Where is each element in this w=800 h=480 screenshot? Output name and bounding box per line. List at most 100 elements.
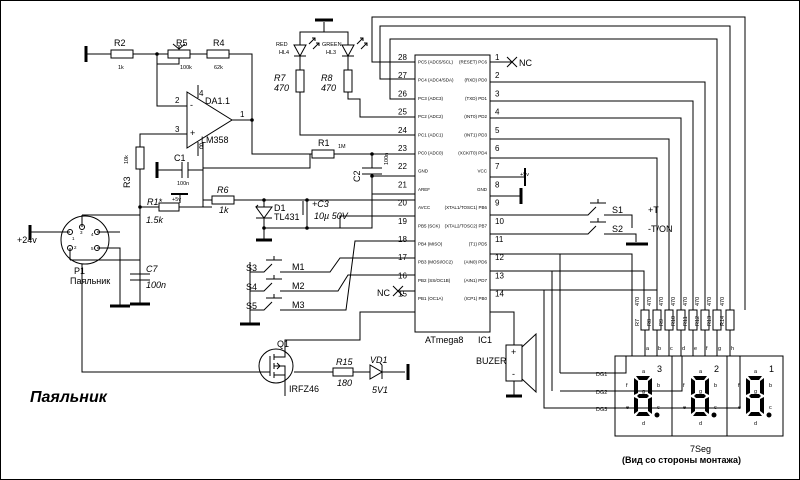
resistor-r1: R1 1M [311, 138, 346, 159]
mcu-pin-12-fn: (AIN0) PD6 [464, 260, 488, 265]
digit-1-number: 3 [657, 364, 662, 374]
led-hl3-ref: HL3 [326, 50, 336, 56]
s5-label: M3 [292, 300, 305, 310]
r7-value: 470 [274, 83, 289, 93]
digit-3-label-d: d [754, 421, 757, 427]
nc-label-pin16: NC [377, 288, 390, 298]
digit-3-label-f: f [738, 383, 740, 389]
p1-pin-2: 2 [74, 245, 77, 250]
cap-c3: +C3 10µ 50V [302, 199, 349, 221]
r3-ref: R3 [122, 176, 132, 188]
c3-value: 10µ 50V [314, 211, 349, 221]
opamp-pin-gnd: 8 [199, 142, 204, 151]
opamp-plus: + [190, 128, 195, 138]
p1-ref: P1 [74, 266, 85, 276]
digit-1-seg-a [636, 376, 650, 380]
mcu-pin-1-num: 1 [495, 53, 500, 62]
mcu-pin-11-num: 11 [495, 235, 504, 244]
mcu-pin-28-num: 28 [398, 53, 407, 62]
bank-resistor-value-r12: 470 [695, 297, 701, 306]
r2-ref: R2 [114, 38, 126, 48]
s3-ref: S3 [246, 263, 257, 273]
q1-ref: Q1 [277, 339, 289, 349]
display-top-pin-b: b [658, 346, 661, 352]
display-top-pin-f: f [706, 346, 708, 352]
bank-resistor-ref-r8: R8 [647, 319, 653, 326]
p1-supply: +24v [17, 235, 37, 245]
bank-resistor-ref-r13: R13 [707, 316, 713, 326]
mcu-pin-27-fn: PC4 (ADC4/SDA) [418, 78, 454, 83]
mcu-pin-5-num: 5 [495, 126, 500, 135]
mcu-pin-10-fn: (XTAL2/TOSC2) PB7 [445, 223, 488, 228]
digit-2-label-g: g [699, 389, 702, 395]
nc-pin16: NC [377, 285, 415, 298]
d1-ref: D1 [274, 203, 286, 213]
s2-ref: S2 [612, 224, 623, 234]
digit-2-label-b: b [714, 383, 717, 389]
s3-label: M1 [292, 262, 305, 272]
display-top-pin-c: c [670, 346, 673, 352]
mcu-pin-22-fn: GND [418, 169, 429, 174]
digit-2-seg-g [694, 394, 706, 398]
digit-1-seg-c [648, 397, 652, 414]
s4-ref: S4 [246, 282, 257, 292]
mcu-pin-26-num: 26 [398, 89, 407, 98]
display-note: (Вид со стороны монтажа) [622, 455, 741, 465]
s4-label: M2 [292, 281, 305, 291]
digit-3-label-g: g [754, 389, 757, 395]
r7-ref: R7 [274, 73, 286, 83]
r8-ref: R8 [321, 73, 333, 83]
digit-2-number: 2 [714, 364, 719, 374]
mcu-pin-28-fn: PC5 (ADC5/SCL) [418, 60, 454, 65]
opamp-ref: DA1.1 [205, 96, 230, 106]
r3-value: 10k [124, 155, 130, 164]
mcu-pin-19-num: 19 [398, 217, 407, 226]
c3-ref: +C3 [312, 199, 329, 209]
mcu-pin-20-fn: AVCC [418, 205, 431, 210]
mcu-pin-24-num: 24 [398, 126, 407, 135]
display-name: 7Seg [690, 444, 711, 454]
digit-1-label-f: f [626, 383, 628, 389]
display-resistor-bank: R7470aR8470bR9470cR10470dR11470eR12470fR… [631, 297, 735, 356]
diode-d1: D1 TL431 [255, 200, 300, 238]
r5-ref: R5 [176, 38, 188, 48]
dg2-label: DG2 [596, 390, 607, 396]
bank-resistor-r14 [725, 309, 735, 331]
mcu-pin-21-fn: AREF [418, 187, 430, 192]
mcu-pin-5-fn: (INT1) PD3 [464, 132, 487, 137]
c7-value: 100n [146, 280, 166, 290]
bank-resistor-value-r9: 470 [659, 297, 665, 306]
digit-2-label-f: f [683, 383, 685, 389]
mcu-pin-24-fn: PC1 (ADC1) [418, 132, 444, 137]
bank-resistor-ref-r10: R10 [671, 316, 677, 326]
r4-ref: R4 [213, 38, 225, 48]
digit-3-seg-d [748, 412, 762, 416]
r6-ref: R6 [217, 185, 229, 195]
digit-2-seg-c [705, 397, 709, 414]
nc-label-pin1: NC [519, 58, 532, 68]
digit-1-seg-h [654, 412, 660, 418]
c1-ref: C1 [174, 153, 186, 163]
bank-resistor-value-r8: 470 [647, 297, 653, 306]
mcu-pin-23-num: 23 [398, 144, 407, 153]
c2-value: 100n [384, 153, 390, 165]
digit-3-label-b: b [769, 383, 772, 389]
switch-s4: S4 M2 [246, 274, 415, 292]
mcu-pin-6-fn: (XCK/T0) PD4 [458, 151, 487, 156]
r1-ref: R1 [318, 138, 330, 148]
bank-resistor-ref-r11: R11 [683, 316, 689, 326]
buzzer: + - BUZER [476, 311, 537, 398]
display-top-pin-e: e [694, 346, 697, 352]
digit-2-seg-h [711, 412, 717, 418]
r1s-value: 1.5k [146, 215, 164, 225]
s2-label: -T/ON [648, 224, 673, 234]
opamp-pin-out: 1 [240, 110, 245, 119]
mcu-pin-6-num: 6 [495, 144, 500, 153]
digit-2-seg-d [693, 412, 707, 416]
display-top-pin-a: a [646, 346, 650, 352]
digit-2-seg-e [691, 397, 695, 414]
led-hl3-color: GREEN [322, 42, 342, 48]
